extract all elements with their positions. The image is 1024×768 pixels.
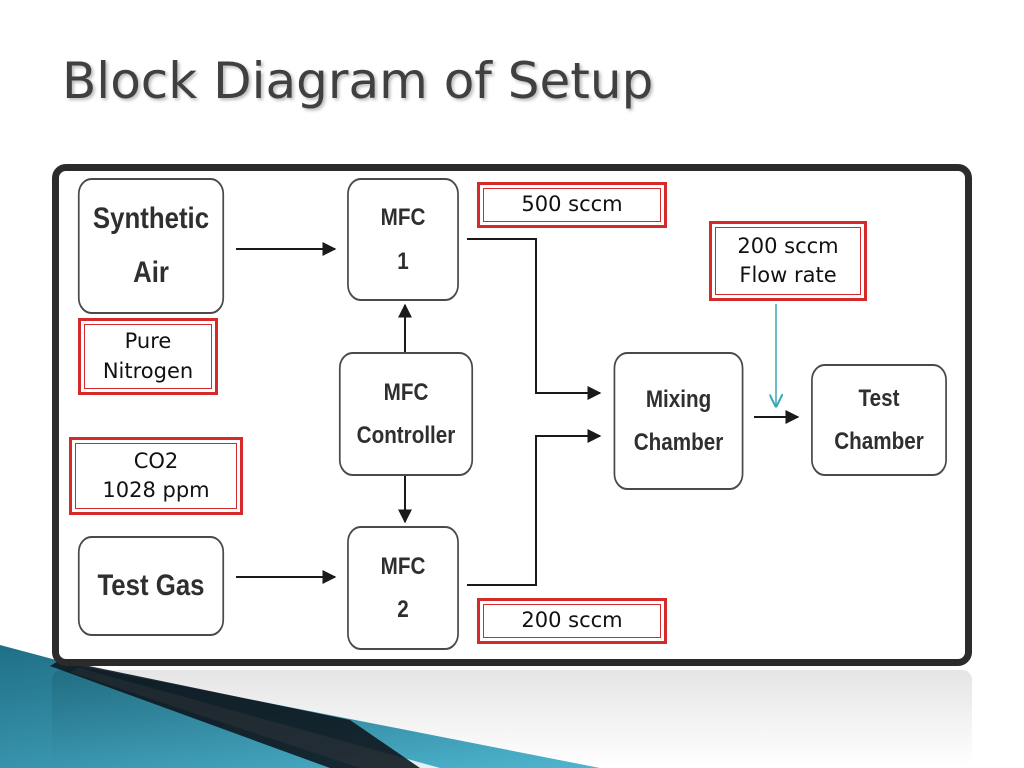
mfc1-flow-label: 500 sccm: [477, 182, 667, 228]
mixing-chamber-block: Mixing Chamber: [613, 352, 744, 490]
co2-concentration-label: CO2 1028 ppm: [69, 437, 243, 515]
mfc2-block: MFC 2: [347, 526, 459, 650]
mfc-controller-block: MFC Controller: [338, 352, 474, 476]
mfc1-block: MFC 1: [347, 178, 459, 301]
synthetic-air-block: Synthetic Air: [77, 178, 225, 314]
pure-nitrogen-label: Pure Nitrogen: [78, 318, 218, 395]
slide-title: Block Diagram of Setup: [62, 52, 654, 110]
mfc2-flow-label: 200 sccm: [477, 598, 667, 644]
frame-reflection: [52, 670, 972, 768]
test-gas-block: Test Gas: [77, 536, 225, 636]
test-chamber-block: Test Chamber: [811, 364, 947, 476]
total-flow-rate-label: 200 sccm Flow rate: [709, 221, 867, 301]
